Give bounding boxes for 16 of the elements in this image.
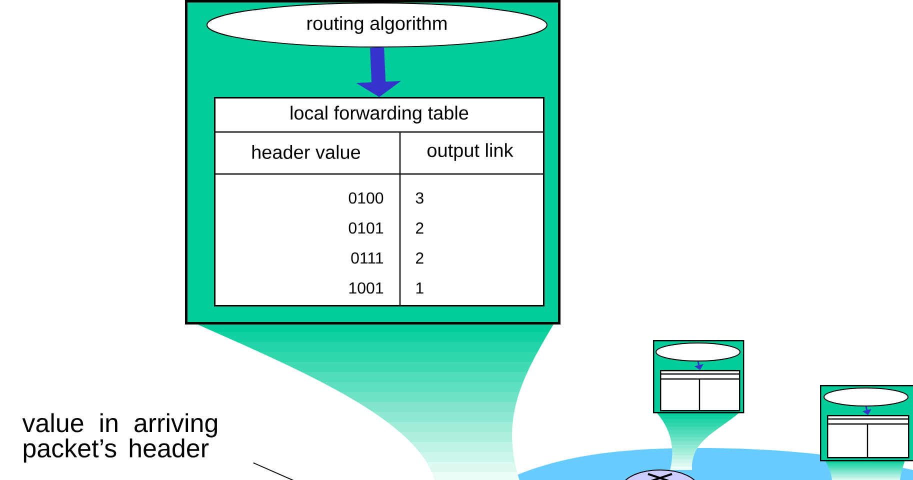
table-cell: 0111 [351,252,384,264]
table-cell: 3 [416,192,424,204]
forwarding-table [827,415,910,458]
table-cell: 0101 [348,222,383,234]
table-cell: 1001 [349,282,383,294]
ellipse-box: routing algorithm [206,2,548,48]
column-header: output link [428,143,514,161]
ellipse-box [824,388,908,406]
table-cell: 0100 [348,192,384,204]
forwarding-table [660,370,740,412]
table-cell: 2 [416,222,424,234]
callout-text: value in arriving packet’s header [22,413,217,463]
table-cell: 2 [416,252,424,264]
table-cell: 1 [416,282,424,294]
column-header: header value [252,145,360,159]
ellipse-box [656,342,740,362]
